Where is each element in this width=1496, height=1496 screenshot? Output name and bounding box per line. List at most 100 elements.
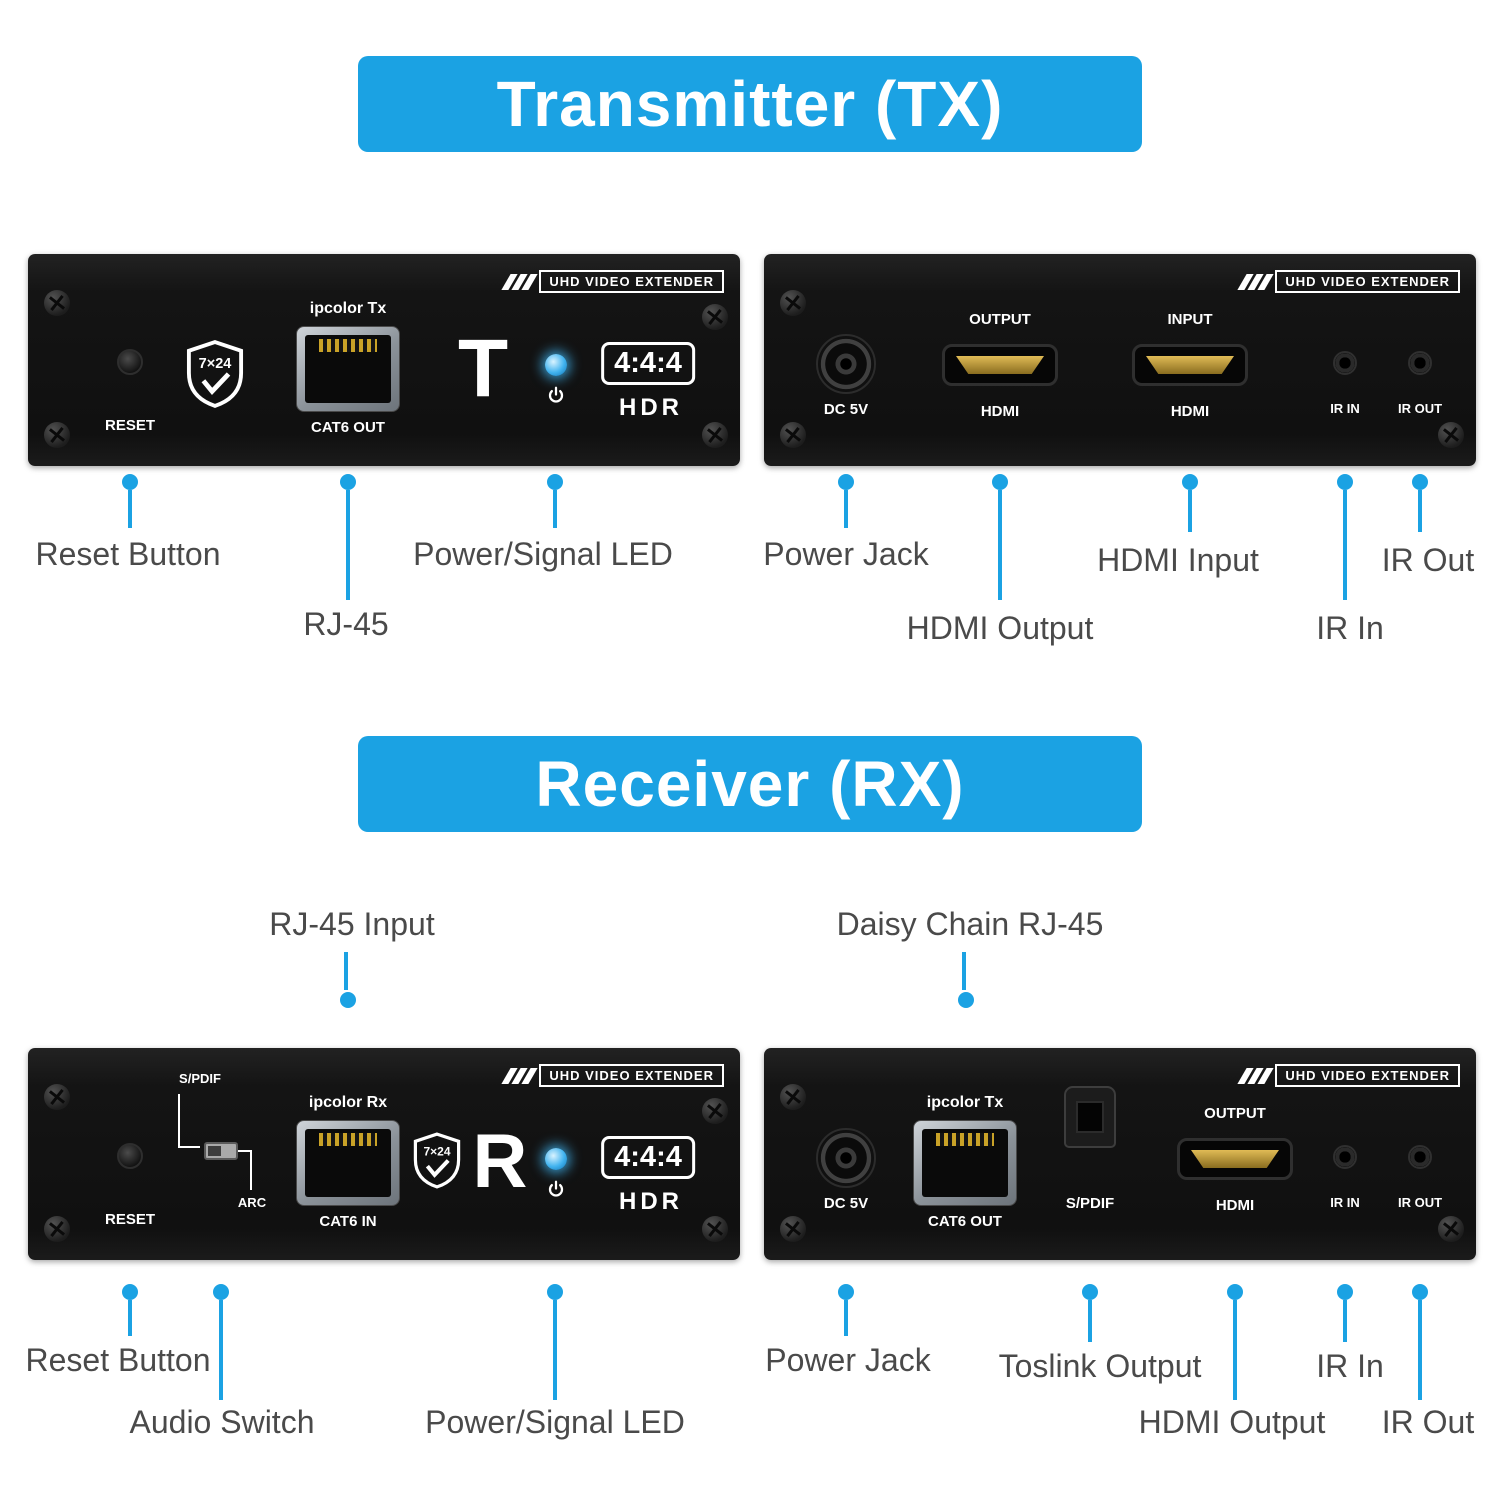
callout-line <box>1233 1300 1237 1400</box>
rj45-port-label: ipcolor Rx <box>308 1094 388 1111</box>
transmitter-banner: Transmitter (TX) <box>358 56 1142 152</box>
hdmi-input-port <box>1132 344 1248 386</box>
callout-dot <box>340 992 356 1008</box>
hdmi-output-label: OUTPUT <box>1204 1105 1266 1122</box>
screw-icon <box>702 1216 728 1242</box>
callout-dot <box>1337 1284 1353 1300</box>
callout-dot <box>122 1284 138 1300</box>
rj45-port <box>913 1120 1017 1206</box>
hdmi-output-label: OUTPUT <box>969 311 1031 328</box>
hdmi-input-label: INPUT <box>1167 311 1213 328</box>
callout-tx-power-jack: Power Jack <box>763 536 929 572</box>
spdif-label: S/PDIF <box>1065 1195 1115 1212</box>
callout-rx-power-jack: Power Jack <box>765 1342 931 1378</box>
rj45-opening <box>305 1129 391 1197</box>
rj45-pins-icon <box>936 1133 994 1146</box>
callout-line <box>1343 490 1347 600</box>
callout-dot <box>122 474 138 490</box>
tx-front-panel: RESET 7×24 ipcolor Tx CAT6 OUT T 4:4:4 H… <box>28 254 740 466</box>
ir-out-label: IR OUT <box>1397 1195 1443 1210</box>
callout-line <box>1343 1300 1347 1342</box>
hdmi-input-sublabel: HDMI <box>1170 403 1210 420</box>
hdmi-output-sublabel: HDMI <box>980 403 1020 420</box>
hdmi-output-port <box>1177 1138 1293 1180</box>
uhd-badge: UHD VIDEO EXTENDER <box>1237 270 1460 293</box>
ir-in-label: IR IN <box>1330 401 1360 416</box>
callout-tx-ir-in: IR In <box>1316 610 1384 646</box>
receiver-banner-title: Receiver (RX) <box>535 748 965 820</box>
toslink-opening <box>1076 1101 1104 1133</box>
callout-dot <box>838 474 854 490</box>
shield-text: 7×24 <box>423 1145 450 1159</box>
callout-dot <box>1227 1284 1243 1300</box>
callout-dot <box>547 1284 563 1300</box>
callout-line <box>553 490 557 528</box>
callout-line <box>1418 1300 1422 1400</box>
badge-stripes-icon <box>1237 1067 1274 1084</box>
rj45-port <box>296 1120 400 1206</box>
dc-label: DC 5V <box>823 401 869 418</box>
callout-dot <box>838 1284 854 1300</box>
callout-dot <box>213 1284 229 1300</box>
spdif-bracket-line <box>178 1094 200 1148</box>
callout-line <box>844 1300 848 1336</box>
shield-7x24-icon: 7×24 <box>413 1132 461 1189</box>
rj45-port-sublabel: CAT6 IN <box>319 1213 377 1230</box>
screw-icon <box>780 1216 806 1242</box>
uhd-badge: UHD VIDEO EXTENDER <box>501 1064 724 1087</box>
hdr-badge: HDR <box>619 1188 683 1215</box>
callout-rx-led: Power/Signal LED <box>425 1404 685 1440</box>
callout-line <box>962 952 966 990</box>
callout-rx-ir-out: IR Out <box>1381 1404 1475 1440</box>
hdmi-output-port <box>942 344 1058 386</box>
screw-icon <box>702 1098 728 1124</box>
callout-dot <box>547 474 563 490</box>
ir-out-label: IR OUT <box>1397 401 1443 416</box>
screw-icon <box>780 290 806 316</box>
hdmi-output-sublabel: HDMI <box>1215 1197 1255 1214</box>
reset-button <box>117 349 143 375</box>
screw-icon <box>702 422 728 448</box>
badge-stripes-icon <box>501 273 538 290</box>
power-icon <box>548 1180 564 1197</box>
screw-icon <box>44 1216 70 1242</box>
rj45-pins-icon <box>319 339 377 352</box>
hdmi-connector <box>1146 356 1234 374</box>
screw-icon <box>780 1084 806 1110</box>
ir-in-jack <box>1333 1145 1357 1169</box>
444-badge: 4:4:4 <box>601 1136 695 1179</box>
transmitter-banner-title: Transmitter (TX) <box>496 68 1004 140</box>
ir-out-jack <box>1408 1145 1432 1169</box>
rj45-port-sublabel: CAT6 OUT <box>311 419 385 436</box>
rx-back-panel: DC 5V ipcolor Tx CAT6 OUT S/PDIF OUTPUT … <box>764 1048 1476 1260</box>
screw-icon <box>44 422 70 448</box>
shield-7x24-icon: 7×24 <box>186 340 244 408</box>
callout-line <box>344 952 348 990</box>
callout-rx-toslink: Toslink Output <box>998 1348 1202 1384</box>
rj45-opening <box>305 335 391 403</box>
callout-dot <box>1412 474 1428 490</box>
reset-label: RESET <box>104 417 156 434</box>
screw-icon <box>702 304 728 330</box>
hdr-badge: HDR <box>619 394 683 421</box>
tx-back-panel: DC 5V OUTPUT HDMI INPUT HDMI IR IN IR OU… <box>764 254 1476 466</box>
screw-icon <box>44 1084 70 1110</box>
callout-dot <box>958 992 974 1008</box>
screw-icon <box>44 290 70 316</box>
callout-tx-hdmi-output: HDMI Output <box>906 610 1094 646</box>
uhd-badge: UHD VIDEO EXTENDER <box>1237 1064 1460 1087</box>
badge-stripes-icon <box>501 1067 538 1084</box>
callout-line <box>553 1300 557 1400</box>
callout-rx-daisy-chain: Daisy Chain RJ-45 <box>836 906 1104 942</box>
dc-power-jack <box>816 334 876 394</box>
callout-dot <box>1337 474 1353 490</box>
callout-dot <box>1082 1284 1098 1300</box>
rj45-port <box>296 326 400 412</box>
tx-logo: T <box>457 323 509 414</box>
callout-tx-ir-out: IR Out <box>1381 542 1475 578</box>
ir-out-jack <box>1408 351 1432 375</box>
callout-line <box>346 490 350 600</box>
screw-icon <box>1438 422 1464 448</box>
rx-front-panel: RESET S/PDIF ARC ipcolor Rx CAT6 IN 7×24… <box>28 1048 740 1260</box>
callout-line <box>844 490 848 528</box>
